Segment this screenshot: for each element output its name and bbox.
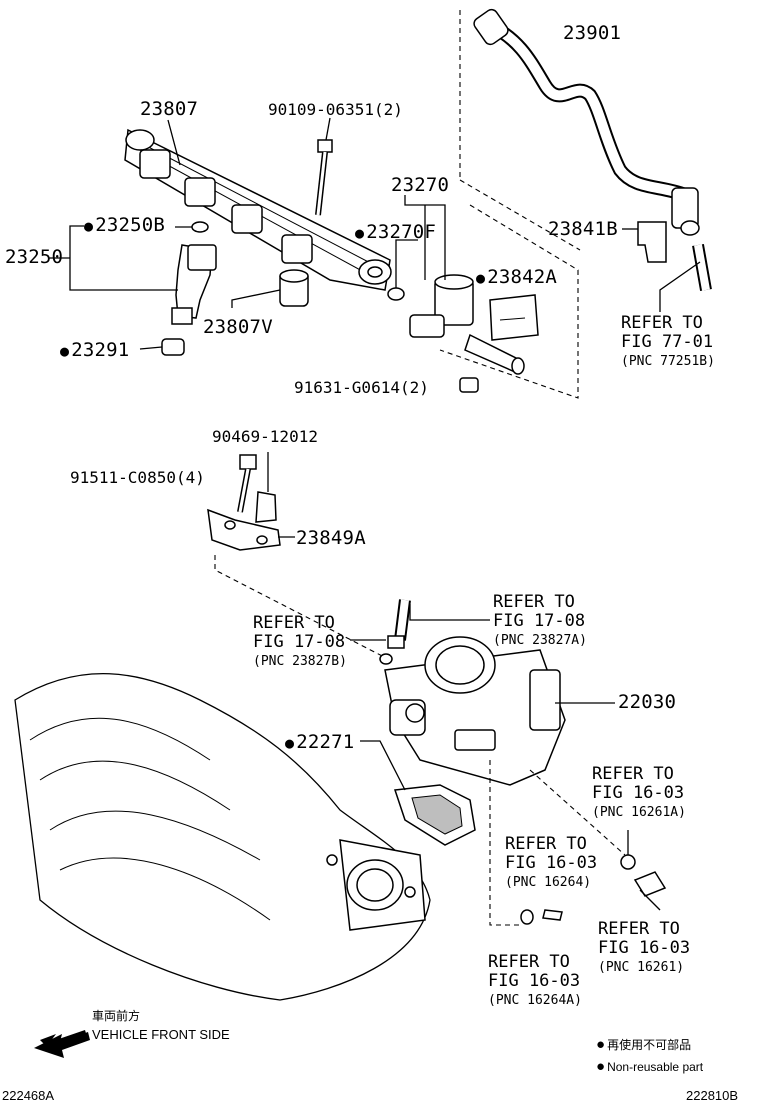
direction-jp: 車両前方 — [92, 1009, 141, 1023]
label-23807: 23807 — [140, 98, 199, 120]
label-22030: 22030 — [618, 691, 677, 713]
label-23807V: 23807V — [203, 316, 273, 338]
footer-left-id: 222468A — [2, 1088, 55, 1103]
label-90109: 90109-06351(2) — [268, 100, 403, 119]
clip-23842A — [489, 294, 539, 341]
direction-en: VEHICLE FRONT SIDE — [92, 1027, 230, 1042]
clip-23841B — [622, 221, 667, 263]
reference-16-03-d: REFER TO FIG 16-03 (PNC 16264A) — [488, 952, 582, 1009]
insulator-23807V — [279, 269, 309, 307]
bolt-91631 — [459, 377, 479, 393]
label-91631: 91631-G0614(2) — [294, 378, 429, 397]
label-23842A: 23842A — [476, 266, 557, 288]
reference-17-08-b: REFER TO FIG 17-08 (PNC 23827B) — [253, 613, 347, 670]
fuel-pipe-23901 — [473, 8, 700, 236]
reference-16-03-c: REFER TO FIG 16-03 (PNC 16261) — [598, 919, 691, 976]
vehicle-front-arrow — [34, 1030, 90, 1058]
label-22271: 22271 — [285, 731, 354, 753]
footer-right-id: 222810B — [686, 1088, 739, 1103]
fuel-rail-23807 — [124, 128, 392, 291]
bracket-23849A — [207, 508, 281, 551]
label-23270F: 23270F — [355, 221, 436, 243]
injector-23250 — [171, 244, 217, 325]
legend-en: Non-reusable part — [596, 1058, 703, 1075]
label-23841B: 23841B — [548, 218, 618, 240]
throttle-body-22030 — [384, 636, 566, 786]
clip-90469 — [255, 491, 277, 523]
label-23291: 23291 — [60, 339, 129, 361]
bolt-91511 — [237, 454, 257, 513]
reference-16-03-b: REFER TO FIG 16-03 (PNC 16264) — [505, 834, 598, 891]
seal-23291 — [161, 338, 185, 356]
label-23270: 23270 — [391, 174, 450, 196]
label-91511: 91511-C0850(4) — [70, 468, 205, 487]
label-23849A: 23849A — [296, 527, 366, 549]
reference-16-03-a: REFER TO FIG 16-03 (PNC 16261A) — [592, 764, 686, 821]
label-23901: 23901 — [563, 22, 622, 44]
label-23250B: 23250B — [84, 214, 165, 236]
intake-manifold — [14, 672, 431, 1001]
bolt-90109 — [315, 139, 333, 216]
label-90469: 90469-12012 — [212, 427, 318, 446]
label-23250: 23250 — [5, 246, 64, 268]
regulator-23270 — [409, 274, 525, 375]
gasket-22271 — [393, 784, 476, 846]
legend-jp: 再使用不可部品 — [596, 1036, 691, 1053]
reference-77-01: REFER TO FIG 77-01 (PNC 77251B) — [621, 313, 715, 370]
reference-17-08-a: REFER TO FIG 17-08 (PNC 23827A) — [493, 592, 587, 649]
